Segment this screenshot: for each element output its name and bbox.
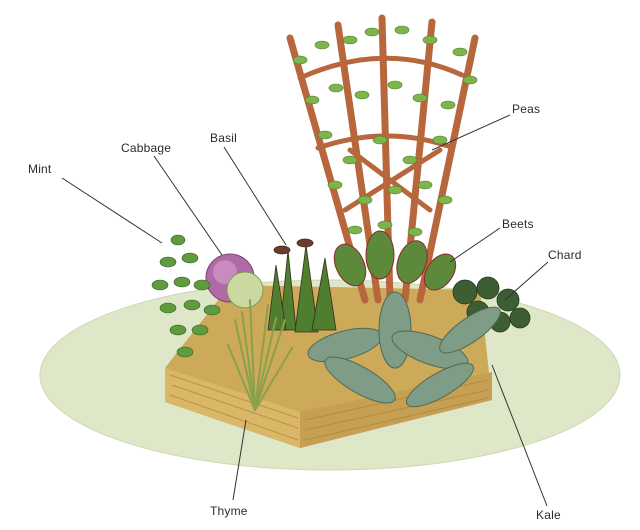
kale-plant [307, 291, 501, 408]
leader-line-beets [449, 227, 501, 263]
label-kale: Kale [536, 508, 561, 522]
label-mint: Mint [28, 162, 52, 176]
label-beets: Beets [502, 217, 534, 231]
label-thyme: Thyme [210, 504, 248, 518]
label-cabbage: Cabbage [121, 141, 172, 155]
leader-line-chard [504, 261, 549, 301]
chard-plant [452, 276, 531, 333]
mint-plant [151, 234, 221, 358]
pea-vines [292, 25, 478, 237]
thyme-plant [227, 299, 293, 411]
leader-line-thyme [232, 419, 247, 501]
leader-line-cabbage [153, 155, 223, 256]
leader-line-mint [61, 177, 163, 244]
label-peas: Peas [512, 102, 541, 116]
beets-plants [333, 230, 457, 291]
leader-lines [61, 114, 549, 507]
leader-line-kale [491, 364, 548, 507]
basil-plant [267, 238, 337, 333]
cabbage-plant [205, 253, 264, 309]
label-chard: Chard [548, 248, 582, 262]
leader-line-basil [223, 146, 287, 246]
leader-line-peas [431, 114, 511, 151]
label-basil: Basil [210, 131, 238, 145]
